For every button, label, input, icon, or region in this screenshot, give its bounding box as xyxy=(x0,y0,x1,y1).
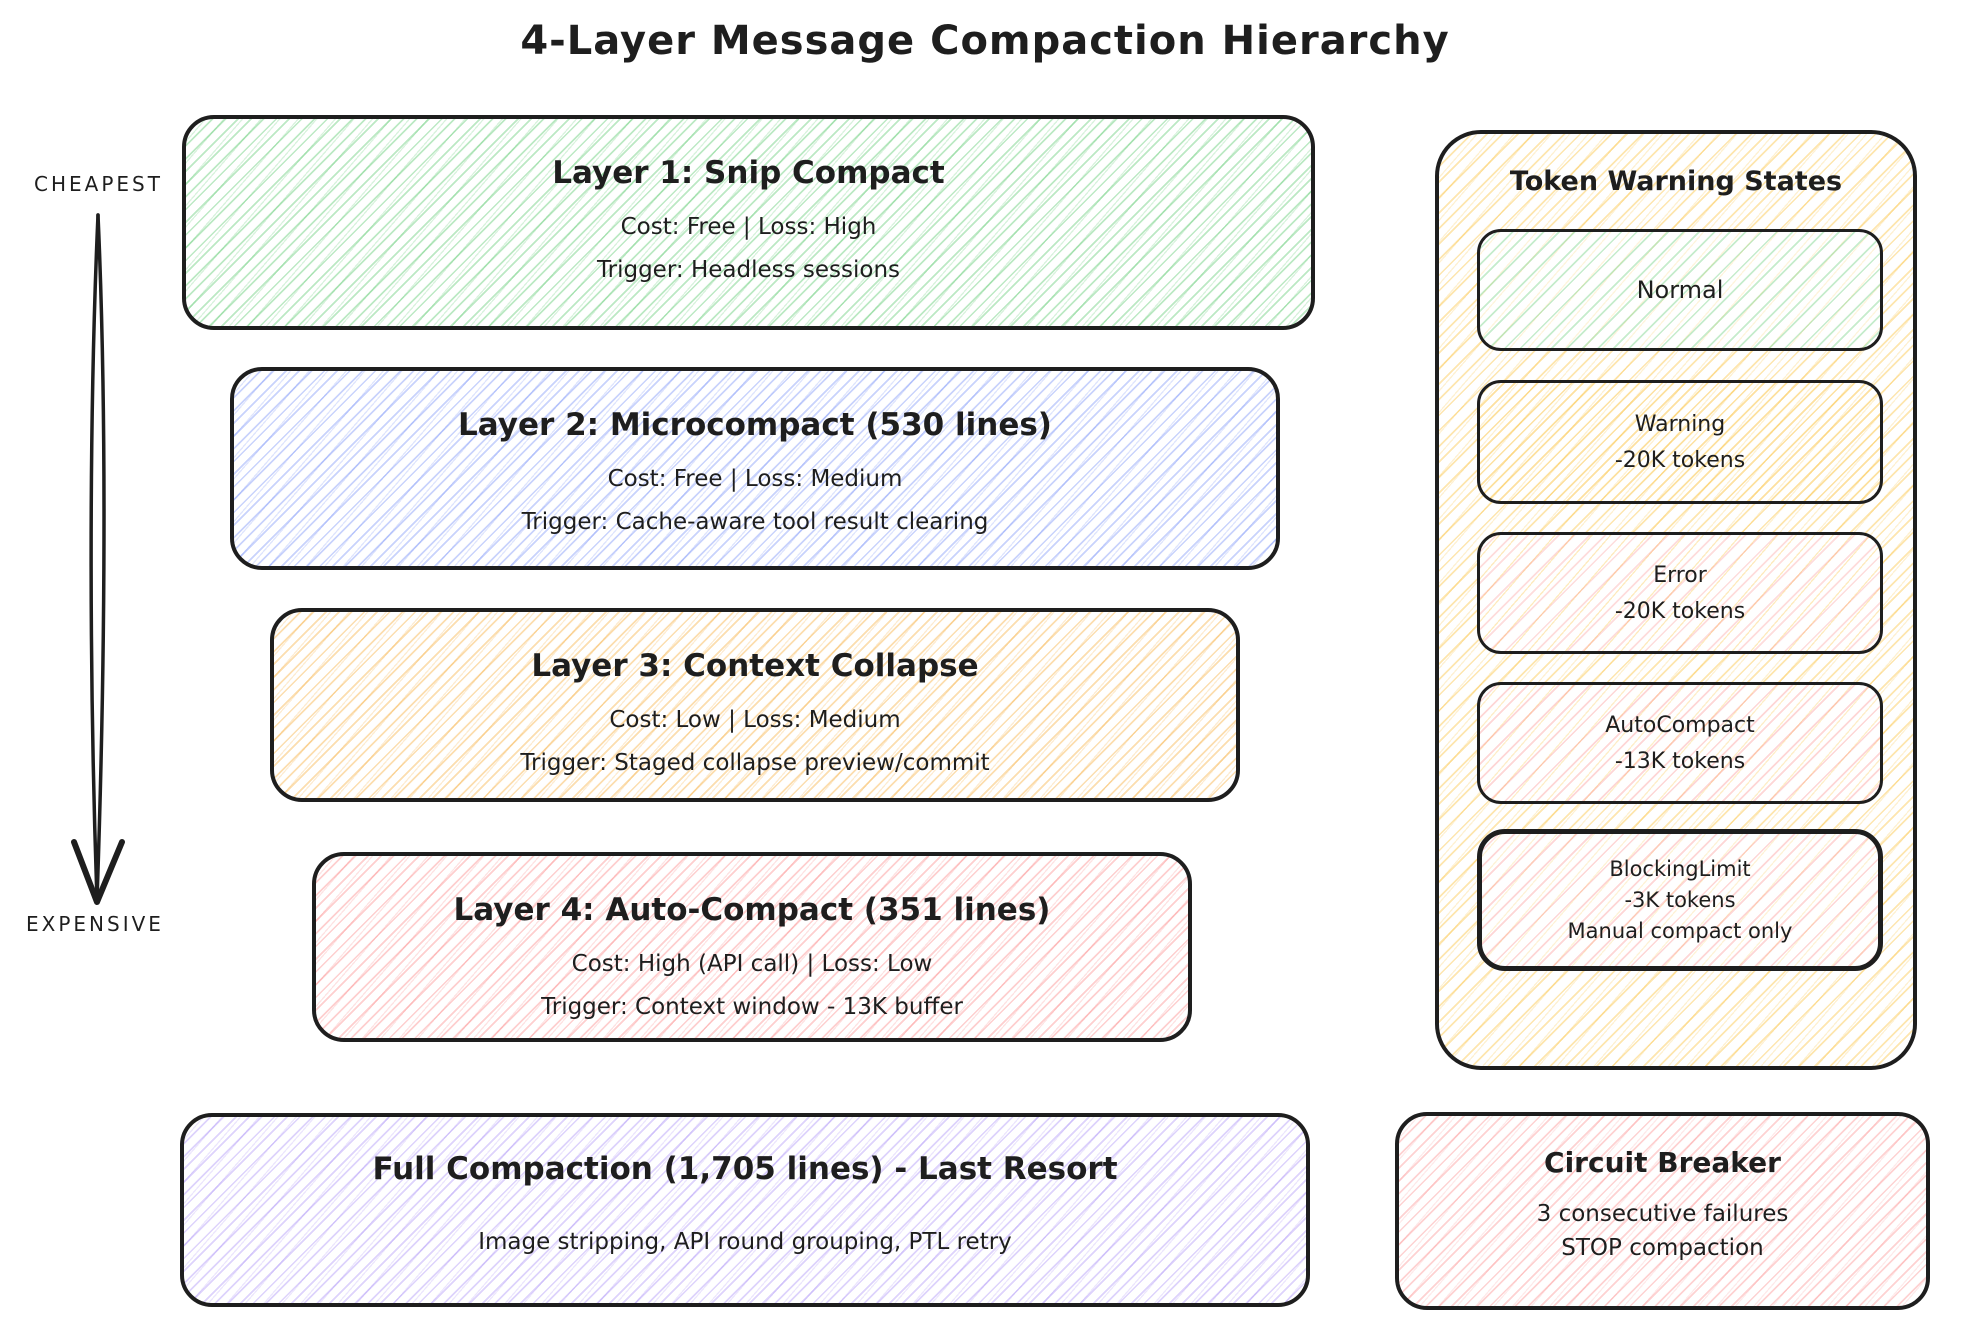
circuit-breaker-title: Circuit Breaker xyxy=(1544,1146,1781,1179)
state-warning: Warning -20K tokens xyxy=(1477,380,1883,504)
state-blockinglimit-label: BlockingLimit xyxy=(1609,857,1751,881)
down-arrow-icon xyxy=(71,213,125,905)
state-blockinglimit-detail: -3K tokens xyxy=(1624,888,1736,912)
full-compaction-title: Full Compaction (1,705 lines) - Last Res… xyxy=(372,1151,1118,1187)
layer-4-cost: Cost: High (API call) | Loss: Low xyxy=(571,951,933,977)
state-blockinglimit: BlockingLimit -3K tokens Manual compact … xyxy=(1477,829,1883,971)
state-normal-label: Normal xyxy=(1636,276,1724,304)
layer-3-trigger: Trigger: Staged collapse preview/commit xyxy=(520,750,990,776)
full-compaction-box: Full Compaction (1,705 lines) - Last Res… xyxy=(180,1113,1310,1307)
state-normal: Normal xyxy=(1477,229,1883,351)
token-warning-panel-title: Token Warning States xyxy=(1509,166,1843,197)
expensive-label: EXPENSIVE xyxy=(26,912,164,936)
layer-2-box: Layer 2: Microcompact (530 lines) Cost: … xyxy=(230,367,1280,570)
state-autocompact: AutoCompact -13K tokens xyxy=(1477,682,1883,804)
circuit-breaker-line2: STOP compaction xyxy=(1561,1235,1764,1261)
layer-1-trigger: Trigger: Headless sessions xyxy=(596,257,901,283)
full-compaction-subtitle: Image stripping, API round grouping, PTL… xyxy=(478,1229,1012,1255)
state-warning-label: Warning xyxy=(1634,411,1726,437)
layer-3-cost: Cost: Low | Loss: Medium xyxy=(609,707,901,733)
layer-1-cost: Cost: Free | Loss: High xyxy=(620,214,877,240)
state-error: Error -20K tokens xyxy=(1477,532,1883,654)
layer-2-trigger: Trigger: Cache-aware tool result clearin… xyxy=(521,509,989,535)
circuit-breaker-box: Circuit Breaker 3 consecutive failures S… xyxy=(1395,1112,1930,1310)
state-error-label: Error xyxy=(1653,562,1707,588)
layer-1-title: Layer 1: Snip Compact xyxy=(552,155,945,191)
state-warning-detail: -20K tokens xyxy=(1614,447,1746,473)
layer-3-title: Layer 3: Context Collapse xyxy=(531,648,979,684)
layer-2-cost: Cost: Free | Loss: Medium xyxy=(607,466,903,492)
diagram-title: 4-Layer Message Compaction Hierarchy xyxy=(520,18,1450,64)
layer-2-title: Layer 2: Microcompact (530 lines) xyxy=(458,407,1052,443)
layer-4-box: Layer 4: Auto-Compact (351 lines) Cost: … xyxy=(312,852,1192,1042)
state-autocompact-label: AutoCompact xyxy=(1605,712,1755,738)
circuit-breaker-line1: 3 consecutive failures xyxy=(1536,1201,1789,1227)
cheapest-label: CHEAPEST xyxy=(34,172,163,196)
state-autocompact-detail: -13K tokens xyxy=(1614,748,1746,774)
state-blockinglimit-note: Manual compact only xyxy=(1567,919,1793,943)
token-warning-panel: Token Warning States Normal Warning -20K… xyxy=(1435,130,1917,1070)
state-error-detail: -20K tokens xyxy=(1614,598,1746,624)
layer-4-trigger: Trigger: Context window - 13K buffer xyxy=(541,994,963,1020)
layer-1-box: Layer 1: Snip Compact Cost: Free | Loss:… xyxy=(182,115,1315,330)
layer-4-title: Layer 4: Auto-Compact (351 lines) xyxy=(453,892,1051,928)
layer-3-box: Layer 3: Context Collapse Cost: Low | Lo… xyxy=(270,608,1240,802)
